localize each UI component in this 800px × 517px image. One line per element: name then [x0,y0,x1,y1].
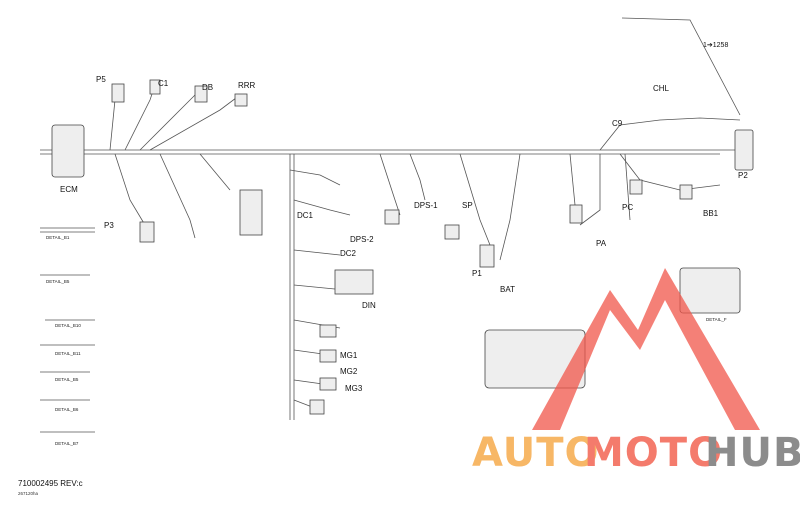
connector-label: DC1 [297,211,314,220]
connector-label: MG2 [340,367,358,376]
connector-label: P5 [96,75,106,84]
watermark-text: HUB [705,430,800,476]
connector-label: BB1 [703,209,719,218]
watermark-text: AUTO [472,430,600,476]
connector-label: P2 [738,171,748,180]
connector-label: MG3 [345,384,363,393]
watermark-text: MOTO [584,430,724,476]
detail-label: DETAIL_F [706,317,727,322]
connector-label: C1 [158,79,169,88]
connector-label: P3 [104,221,114,230]
connector-label: PC [622,203,634,212]
callout-reference: 1➔1258 [703,42,729,49]
detail-label: DETAIL_B7 [55,441,79,446]
detail-label: DETAIL_B10 [55,323,81,328]
detail-label: DETAIL_B1 [46,235,70,240]
detail-label: DETAIL_B6 [55,407,79,412]
connector-label: BAT [500,285,515,294]
connector-label: MG1 [340,351,358,360]
document-code: 267120ha [18,491,39,496]
connector-label: P1 [472,269,482,278]
connector-label: DIN [362,301,376,310]
connector-label: SP [462,201,473,210]
detail-label: DETAIL_B5 [46,279,70,284]
connector-label: DC2 [340,249,357,258]
connector-label: DPS-1 [414,201,438,210]
connector-label: DPS-2 [350,235,374,244]
connector-label: PA [596,239,607,248]
part-number: 710002495 REV:c [18,479,83,488]
connector-label: DB [202,83,214,92]
connector-label: C9 [612,119,623,128]
detail-label: DETAIL_B11 [55,351,81,356]
connector-label: RRR [238,81,256,90]
connector-label: CHL [653,84,670,93]
connector-label: ECM [60,185,78,194]
detail-label: DETAIL_B5 [55,377,79,382]
